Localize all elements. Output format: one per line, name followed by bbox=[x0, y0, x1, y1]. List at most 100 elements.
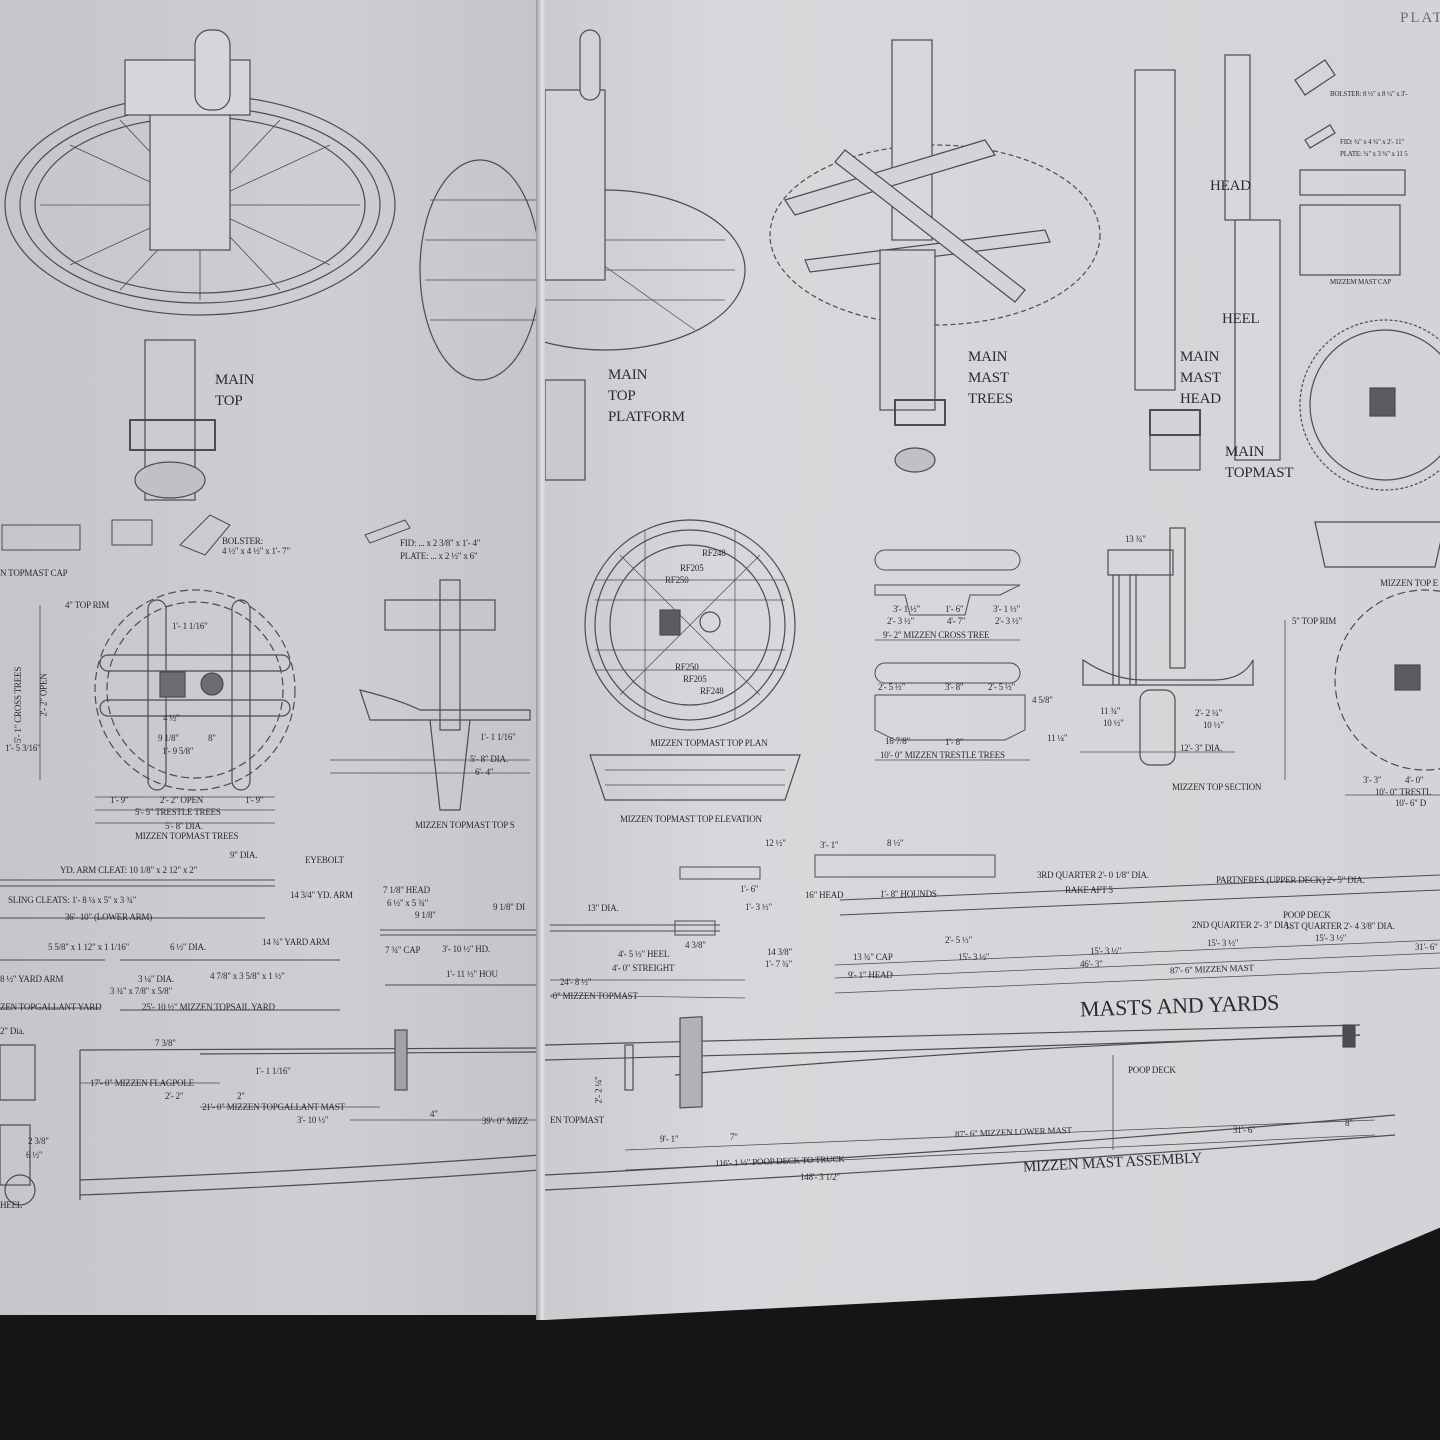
head-dim-label: 9'- 1" HEAD bbox=[848, 970, 893, 980]
dim-label: 5'- 8" DIA. bbox=[165, 821, 203, 831]
mizzen-top-elevation-title: MIZZEN TOP E bbox=[1380, 578, 1438, 588]
dim-label: 1'- 8" bbox=[945, 737, 964, 747]
dim-label: 2" Dia. bbox=[0, 1026, 25, 1036]
plate-label: PLATE: ¾" x 3 ¾" x 11 5 bbox=[1340, 150, 1408, 158]
quarter-label: 2ND QUARTER 2'- 3" DIA. bbox=[1192, 920, 1292, 930]
dim-label: 46'- 3" bbox=[1080, 959, 1103, 969]
left-page-drawings bbox=[0, 29, 540, 1206]
dim-label: 6'- 4" bbox=[475, 767, 494, 777]
rf-label: RF205 bbox=[683, 674, 707, 684]
dim-label: 7 ¾" CAP bbox=[385, 945, 421, 955]
dim-label: 6 ½" bbox=[26, 1150, 43, 1160]
cross-trees-label: 5'- 1" CROSS TREES bbox=[13, 666, 24, 744]
dim-label: 10 ½" bbox=[1103, 718, 1124, 728]
dim-label: 3'- 1 ½" bbox=[893, 604, 920, 614]
dim-label: 8" bbox=[1345, 1118, 1353, 1128]
dim-label: 7 3/8" bbox=[155, 1038, 176, 1048]
dim-label: 14 ¾" YARD ARM bbox=[262, 937, 330, 947]
cap-label: 13 ¾" CAP bbox=[853, 952, 893, 962]
dim-label: 31'- 6" bbox=[1415, 942, 1438, 952]
dim-label: 8 ½" bbox=[887, 838, 904, 848]
dim-label: 13" DIA. bbox=[587, 903, 619, 913]
dim-label: 1'- 1 1/16" bbox=[172, 621, 208, 631]
topmast-cap-label: N TOPMAST CAP bbox=[0, 568, 68, 578]
dim-label: 16 7/8" bbox=[885, 736, 911, 746]
dim-label: 14 3/8" bbox=[767, 947, 793, 957]
dim-label: 9 1/8" bbox=[158, 733, 179, 743]
mizzen-topmast-top-section-title: MIZZEN TOPMAST TOP S bbox=[415, 820, 515, 830]
rake-label: RAKE AFT 5 bbox=[1065, 885, 1113, 895]
dim-label: 2'- 5 ½" bbox=[878, 682, 905, 692]
mizzen-top-section-drawing bbox=[1080, 527, 1254, 766]
left-page: MAIN TOP BOLSTER: 4 ½" x 4 ½" x 1'- 7" F… bbox=[0, 0, 540, 1315]
bolster-label: BOLSTER: 4 ½" x 4 ½" x 1'- 7" bbox=[222, 536, 290, 556]
rf-label: RF205 bbox=[680, 563, 704, 573]
main-top-isometric-drawing bbox=[4, 29, 396, 501]
topsail-yard-label: 25'- 10 ½" MIZZEN TOPSAIL YARD bbox=[142, 1002, 275, 1012]
mizzen-mast-assembly-drawing bbox=[545, 1016, 1396, 1191]
main-mast-head-drawing bbox=[1134, 54, 1281, 471]
plate-label: PLATE: ... x 2 ½" x 6" bbox=[400, 551, 478, 561]
fid-label: FID: ¾" x 4 ¾" x 2'- 11" bbox=[1340, 138, 1405, 146]
dim-label: 6 ½" x 5 ¾" bbox=[387, 898, 429, 908]
dim-label: 1'- 8" HOUNDS bbox=[880, 889, 937, 899]
dim-label: 4 7/8" x 3 5/8" x 1 ½" bbox=[210, 971, 285, 981]
dim-label: 1'- 6" bbox=[740, 884, 759, 894]
dim-label: 3'- 10 ½" HD. bbox=[442, 944, 490, 954]
dim-label: 3'- 1 ½" bbox=[993, 604, 1020, 614]
mizzen-topmast-top-plan bbox=[584, 519, 801, 801]
quarter-label: 3RD QUARTER 2'- 0 1/8" DIA. bbox=[1037, 870, 1149, 880]
main-mast-trees-drawing bbox=[769, 39, 1101, 473]
dim-label: 1'- 5 3/16" bbox=[5, 743, 41, 753]
mizzen-cross-tree-drawings bbox=[874, 549, 1030, 761]
head-label: HEAD bbox=[1210, 178, 1251, 194]
dim-label: 2'- 2" bbox=[165, 1091, 184, 1101]
dim-label: 2'- 5 ½" bbox=[945, 935, 972, 945]
plate-header: PLAT bbox=[1400, 10, 1440, 26]
dim-label: 13 ¾" bbox=[1125, 534, 1146, 544]
dim-label: 1'- 1 1/16" bbox=[255, 1066, 291, 1076]
mizzen-trestle-trees-label: 10'- 0" MIZZEN TRESTLE TREES bbox=[880, 750, 1005, 760]
main-mast-head-label: MAIN MAST HEAD bbox=[1180, 349, 1221, 407]
dim-label: 5'- 8" DIA. bbox=[470, 754, 508, 764]
dim-label: 15'- 3 ½" bbox=[958, 952, 990, 962]
right-page-drawings bbox=[545, 29, 1440, 1191]
dim-label: 2" bbox=[237, 1091, 245, 1101]
dim-label: 8 ½" YARD ARM bbox=[0, 974, 64, 984]
main-top-label: MAIN TOP bbox=[215, 372, 255, 409]
sling-cleats-label: SLING CLEATS: 1'- 8 ¼ x 5" x 3 ¾" bbox=[8, 895, 137, 905]
mizzen-mast-label: 39'- 0" MIZZ bbox=[482, 1116, 528, 1126]
dim-label: 2'- 3 ½" bbox=[887, 616, 914, 626]
bolster-label: BOLSTER: 8 ½" x 8 ½" x 3'- bbox=[1330, 90, 1408, 98]
mizzen-topmast-trees-plan bbox=[39, 589, 296, 824]
trestle-trees-label: 5'- 5" TRESTLE TREES bbox=[135, 807, 221, 817]
dim-label: 4 3/8" bbox=[685, 940, 706, 950]
mizzen-mast-cap-drawing bbox=[1294, 59, 1440, 491]
dim-label: 14 3/4" YD. ARM bbox=[290, 890, 353, 900]
rf-label: RF248 bbox=[700, 686, 724, 696]
mizzen-topmast-and-mast-drawings bbox=[549, 854, 1440, 999]
dim-label: 1'- 7 ¾" bbox=[765, 959, 792, 969]
right-page: PLAT MAIN TOP PLATFORM MAIN MAST TREES H… bbox=[545, 0, 1440, 1320]
topgallant-yard-label: ZEN TOPGALLANT YARD bbox=[0, 1002, 102, 1012]
dim-label: 7 1/8" HEAD bbox=[383, 885, 430, 895]
yd-arm-cleat-label: YD. ARM CLEAT: 10 1/8" x 2 12" x 2" bbox=[60, 865, 198, 875]
dim-label: 1'- 9" bbox=[110, 795, 129, 805]
dim-label: 3 ¼" DIA. bbox=[138, 974, 174, 984]
dim-label: 4" TOP RIM bbox=[65, 600, 110, 610]
dim-label: 15'- 3 ½" bbox=[1090, 946, 1122, 956]
dim-label: 31'- 6" bbox=[1233, 1125, 1256, 1135]
dim-label: 4" bbox=[430, 1109, 438, 1119]
mizzen-top-section-title: MIZZEN TOP SECTION bbox=[1172, 782, 1262, 792]
dim-label: 4'- 7" bbox=[947, 616, 966, 626]
mizzen-topmast-top-section bbox=[330, 579, 531, 811]
dim-label: 3'- 1" bbox=[820, 840, 839, 850]
main-top-platform-label: MAIN TOP PLATFORM bbox=[608, 367, 685, 425]
mizzen-cross-tree-label: 9'- 2" MIZZEN CROSS TREE bbox=[883, 630, 990, 640]
dim-label: 3'- 3" bbox=[1363, 775, 1382, 785]
main-topmast-label: MAIN TOPMAST bbox=[1225, 444, 1294, 481]
poop-deck-label: POOP DECK bbox=[1128, 1065, 1176, 1075]
dim-label: 11 ¾" bbox=[1100, 706, 1121, 716]
dim-label: 24'- 8 ½" bbox=[560, 977, 592, 987]
mizzen-topmast-trees-title: MIZZEN TOPMAST TREES bbox=[135, 831, 239, 841]
